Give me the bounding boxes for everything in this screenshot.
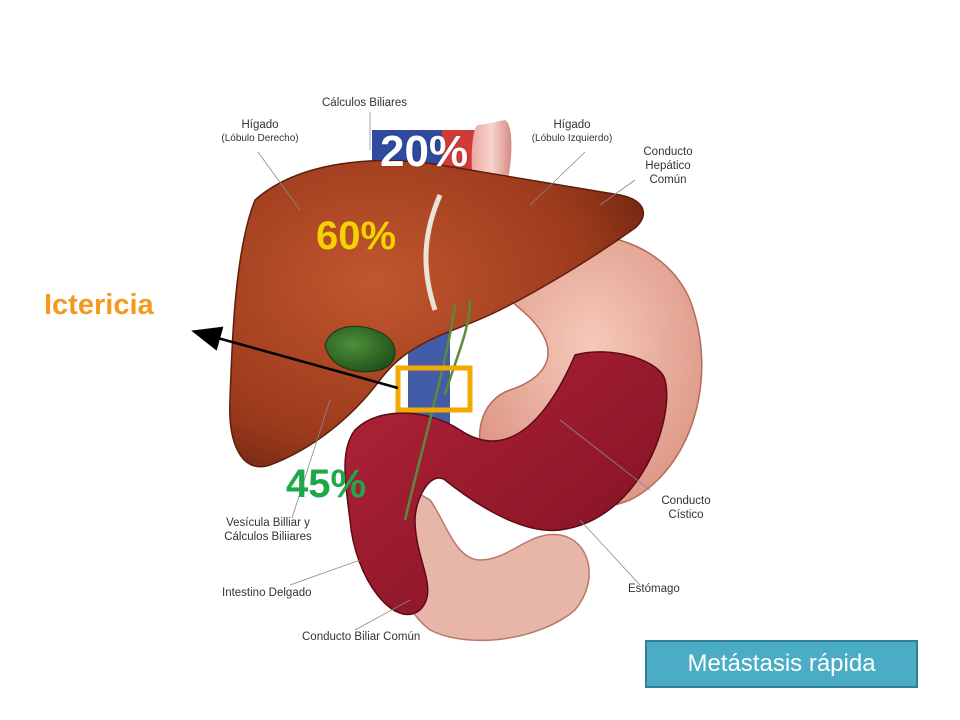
leader-lines	[257, 112, 651, 631]
label-small-intestine: Intestino Delgado	[222, 587, 312, 599]
label-hepatic-duct-1: Conducto	[643, 146, 693, 158]
label-gallstones: Cálculos Biliares	[322, 97, 408, 109]
label-liver-right-title: Hígado	[241, 119, 279, 131]
label-liver-left-sub: (Lóbulo Izquierdo)	[531, 133, 613, 144]
label-hepatic-duct-2: Hepático	[645, 160, 691, 172]
percent-liver: 60%	[316, 214, 397, 258]
label-hepatic-duct: Conducto Hepático Común	[632, 145, 704, 187]
icterus-arrow	[191, 326, 399, 390]
label-liver-right: Hígado (Lóbulo Derecho)	[210, 118, 310, 146]
percent-top: 20%	[380, 127, 469, 176]
label-cystic-duct-1: Conducto	[661, 495, 711, 507]
label-cystic-duct-2: Cístico	[668, 509, 704, 521]
gallbladder	[324, 325, 396, 373]
label-hepatic-duct-3: Común	[649, 174, 687, 186]
icterus-label: Ictericia	[44, 289, 154, 321]
label-liver-right-sub: (Lóbulo Derecho)	[221, 133, 299, 144]
bile-ducts	[403, 299, 472, 521]
percent-bottom: 45%	[286, 462, 367, 506]
label-liver-left: Hígado (Lóbulo Izquierdo)	[522, 118, 622, 146]
duodenum	[344, 351, 668, 616]
label-liver-left-title: Hígado	[553, 119, 591, 131]
label-gallbladder: Vesícula Billiar y Cálculos Biliiares	[208, 516, 328, 544]
label-stomach: Estómago	[628, 583, 680, 595]
liver	[229, 159, 645, 468]
label-common-bile-duct: Conducto Biliar Común	[302, 631, 421, 643]
label-gallbladder-1: Vesícula Billiar y	[226, 517, 310, 529]
label-cystic-duct: Conducto Cístico	[650, 494, 722, 522]
highlight-box	[395, 365, 473, 413]
falciform-ligament	[423, 194, 443, 311]
metastasis-button[interactable]: Metástasis rápida	[645, 640, 918, 688]
label-gallbladder-2: Cálculos Biliiares	[224, 531, 312, 543]
